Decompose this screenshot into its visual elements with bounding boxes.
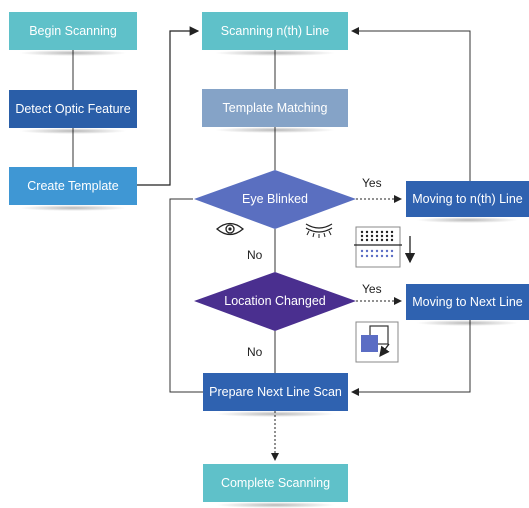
no-label-location: No [247,345,263,359]
moving-to-next-line-label: Moving to Next Line [412,295,523,309]
connector-moving-next-prepare [351,320,471,396]
connector-create-scanning [137,26,200,186]
shift-position-icon [355,321,399,363]
template-matching-label: Template Matching [222,101,328,115]
decision-eye-blinked-shape [194,170,356,229]
create-template-node: Create Template [9,167,137,211]
create-template-label: Create Template [27,179,119,193]
eye-blinked-label: Eye Blinked [241,192,309,206]
detect-optic-feature-node: Detect Optic Feature [9,90,137,134]
yes-label-eye: Yes [362,176,382,190]
complete-scanning-label: Complete Scanning [220,476,331,490]
begin-scanning-label: Begin Scanning [29,24,117,38]
detect-optic-feature-label: Detect Optic Feature [15,102,131,116]
scanning-nth-line-label: Scanning n(th) Line [220,24,330,38]
prepare-next-line-scan-label: Prepare Next Line Scan [209,385,342,399]
closed-eye-icon [305,223,333,238]
yes-label-location: Yes [362,282,382,296]
connector-moving-nth-scanning [351,27,471,181]
open-eye-icon [215,222,245,236]
moving-to-nth-line-label: Moving to n(th) Line [412,192,523,206]
scanning-nth-line-node: Scanning n(th) Line [202,12,348,56]
decision-location-changed-shape [194,272,356,331]
prepare-next-line-scan-node: Prepare Next Line Scan [203,373,348,417]
template-matching-node: Template Matching [202,89,348,133]
location-changed-label: Location Changed [224,294,326,308]
line-grid-move-down-icon [354,226,416,268]
connector-prepare-eye [169,198,203,393]
moving-to-nth-line-node: Moving to n(th) Line [406,181,529,223]
moving-to-next-line-node: Moving to Next Line [406,284,529,326]
begin-scanning-node: Begin Scanning [9,12,137,56]
no-label-eye: No [247,248,263,262]
complete-scanning-node: Complete Scanning [203,464,348,508]
